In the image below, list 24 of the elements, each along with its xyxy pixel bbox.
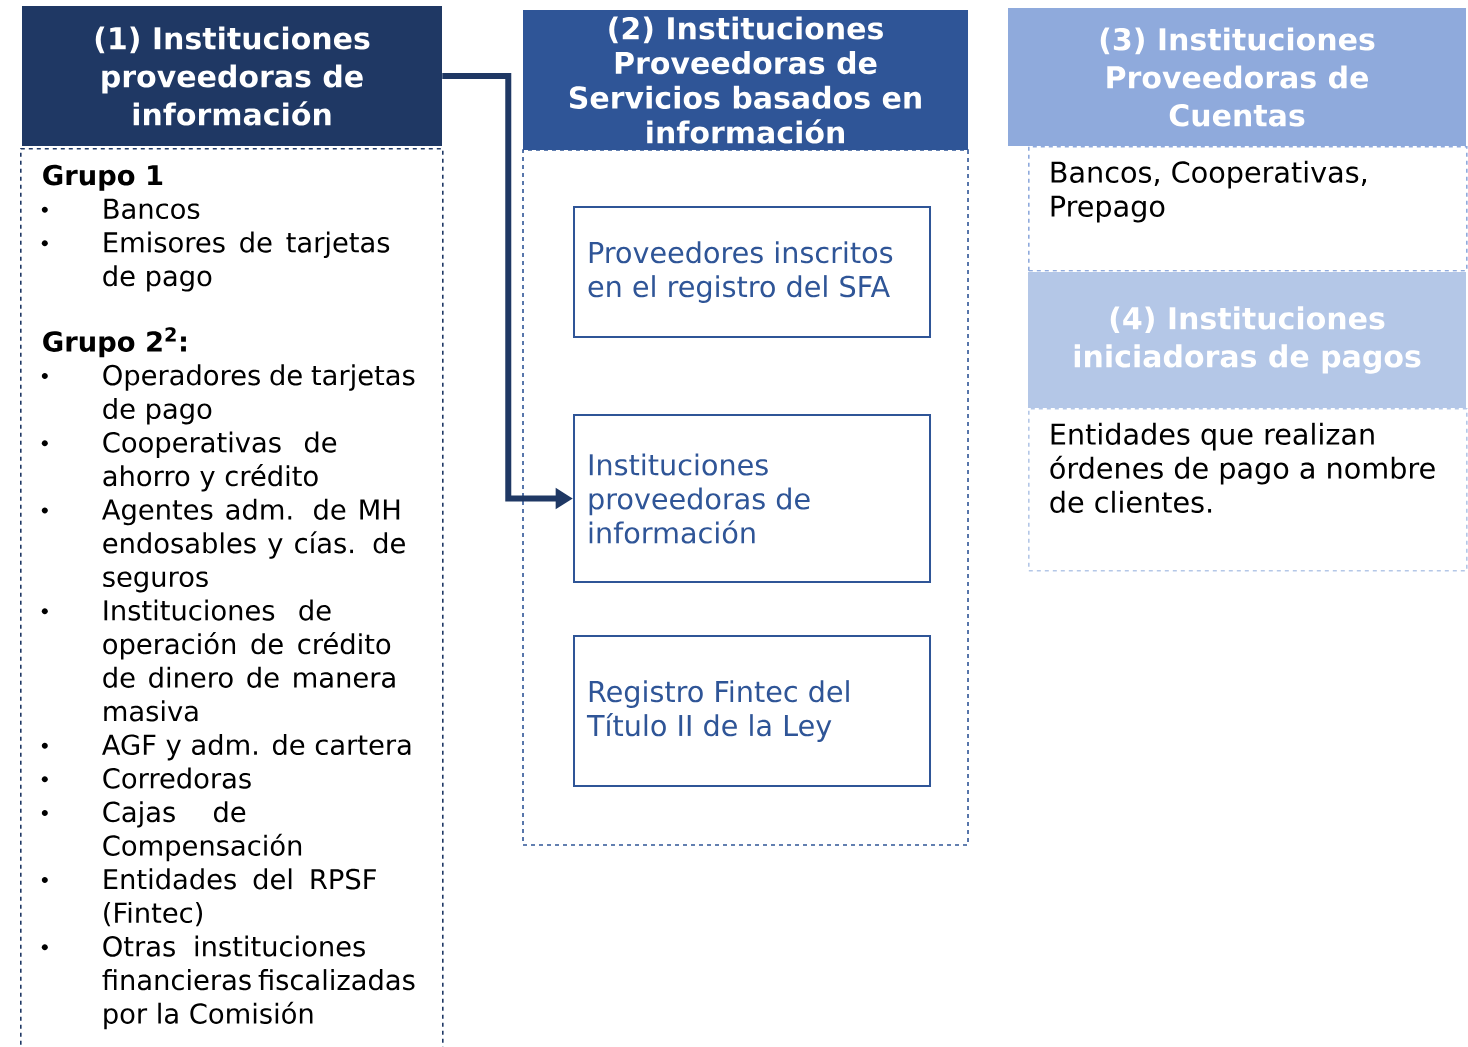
list-item: Corredoras — [103, 767, 251, 789]
column-header: (1) Instituciones proveedoras de información — [22, 6, 442, 146]
list-item: AGF y adm. de cartera — [102, 733, 411, 761]
list-item: Cooperativas de ahorro y crédito — [103, 431, 337, 492]
list-item: Otras instituciones financieras fiscalizadas por la Comisión — [102, 935, 415, 1030]
list-item: Instituciones de operación de crédito de dinero de manera masiva — [103, 599, 395, 722]
list-item: Agentes adm. de MH endosables y cías. de seguros — [102, 498, 405, 593]
list-item: Operadores de tarjetas de pago — [103, 364, 415, 425]
list-item: Bancos — [104, 198, 200, 220]
process-box: Proveedores inscritos en el registro del SFA — [573, 206, 931, 338]
column-header: (3) Instituciones Proveedoras de Cuentas — [1008, 8, 1466, 146]
list-panel — [20, 148, 444, 1047]
group-heading: Grupo 2$^{2}$: — [43, 327, 186, 358]
group-heading: Grupo 1 — [43, 164, 163, 191]
list-item: Entidades del RPSF (Fintec) — [104, 868, 376, 927]
process-box: Instituciones proveedoras de información — [573, 414, 931, 583]
list-item: Cajas de Compensación — [103, 801, 302, 862]
text-panel: Bancos, Cooperativas, Prepago — [1028, 146, 1468, 272]
process-box: Registro Fintec del Título II de la Ley — [573, 635, 931, 787]
column-header: (4) Instituciones iniciadoras de pagos — [1028, 272, 1466, 408]
text-panel: Entidades que realizan órdenes de pago a nombre de clientes. — [1028, 408, 1468, 572]
column-header: (2) Instituciones Proveedoras de Servicios basados en información — [523, 10, 968, 150]
list-item: Emisores de tarjetas de pago — [103, 231, 390, 292]
dashed-panel — [522, 149, 969, 846]
